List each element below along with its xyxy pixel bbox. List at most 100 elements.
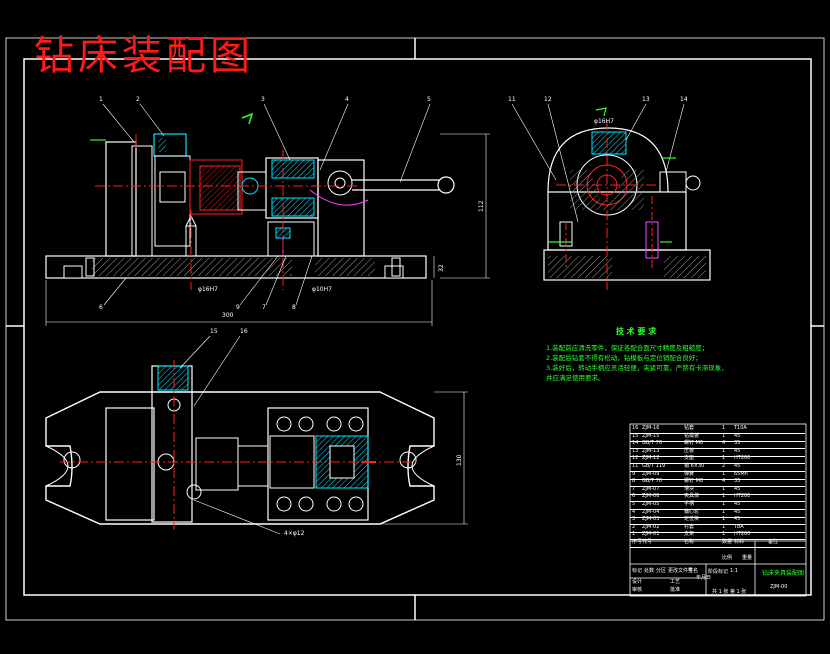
bom-cell: GB/T 70 [642, 478, 662, 485]
dim-bore-b: φ10H7 [312, 286, 332, 293]
bom-cell: 45 [734, 463, 741, 469]
bom-cell: 4 [632, 508, 636, 515]
balloon-4: 4 [345, 96, 349, 103]
bom-cell: 滑块 [684, 485, 695, 492]
bom-cell: 4 [722, 440, 726, 447]
bom-cell: 代号 [642, 539, 653, 545]
drawing-number: ZJM-00 [770, 584, 788, 590]
bom-cell: 45 [734, 508, 741, 515]
rev-label-3: 更改文件号 [668, 568, 694, 574]
bom-cell: 支座 [684, 455, 695, 462]
balloon-15: 15 [210, 328, 218, 335]
bom-cell: 16 [632, 425, 639, 431]
bom-cell: ZJM-03 [642, 516, 660, 523]
bom-cell: T8A [734, 523, 744, 530]
bom-cell: 支架 [684, 531, 695, 538]
drawing-title: 钻床装配图 [34, 33, 254, 79]
note-item: 1.装配前应清洗零件，保证各配合面尺寸精度及粗糙度； [546, 344, 709, 352]
balloon-3: 3 [261, 96, 265, 103]
bom-cell: 4 [722, 478, 726, 485]
rev-label-4: 签名 [688, 568, 699, 574]
bom-cell: ZJM-16 [642, 425, 660, 431]
bom-cell: 材料 [734, 539, 745, 545]
centering-marks [6, 38, 824, 620]
bom-cell: 名称 [684, 539, 695, 545]
dim-plan-holes: 4×φ12 [284, 530, 305, 537]
front-view [45, 103, 490, 326]
balloon-12: 12 [544, 96, 552, 103]
balloon-2: 2 [136, 96, 140, 103]
sheet-info: 共 1 张 第 1 张 [712, 589, 747, 595]
balloon-8: 8 [292, 304, 296, 311]
balloon-16: 16 [240, 328, 248, 335]
bom-cell: 1 [722, 485, 726, 492]
rev-label-1: 处数 [644, 568, 655, 574]
bom-cell: HT200 [734, 531, 751, 538]
role-label-2: 工艺 [670, 579, 681, 585]
bom-cell: 1 [632, 531, 636, 538]
bom-cell: 11 [632, 463, 639, 469]
bom-cell: 钻套 [684, 425, 695, 431]
bom-cell: 45 [734, 485, 741, 492]
bom-cell: 螺钉 M8 [684, 478, 704, 485]
bom-cell: 手柄 [684, 501, 695, 507]
bom-cell: ZJM-07 [642, 485, 660, 492]
side-view [511, 103, 711, 290]
bom-cell: 15 [632, 432, 639, 439]
bom-cell: 45 [734, 447, 741, 454]
bom-cell: 衬套 [684, 523, 695, 530]
bom-cell: ZJM-09 [642, 470, 660, 477]
bom-cell: ZJM-06 [642, 493, 660, 500]
role-label-3: 批准 [670, 587, 681, 593]
bom-cell: 压板 [684, 447, 695, 454]
bom-cell: 2 [722, 463, 726, 469]
rev-label-5: 年月日 [696, 575, 712, 581]
note-item: 并应满足使用要求。 [546, 374, 605, 382]
bom-cell: 45 [734, 516, 741, 523]
role-label-0: 设计 [632, 579, 643, 585]
bom-cell: GB/T 70 [642, 440, 662, 447]
bom-cell: 3 [632, 516, 636, 523]
bom-row: 7 ZJM-07 滑块 1 45 [630, 485, 805, 495]
bom-cell: 5 [632, 501, 636, 507]
bom-cell: 备注 [768, 539, 779, 545]
bom-cell: 序号 [632, 539, 643, 545]
bom-cell: ZJM-13 [642, 447, 660, 454]
bom-cell: 7 [632, 485, 636, 492]
bom-cell: 9 [632, 470, 636, 477]
bom-cell: 6 [632, 493, 636, 500]
bom-cell: 14 [632, 440, 639, 447]
bom-cell: ZJM-05 [642, 501, 660, 507]
bom-cell: 2 [632, 523, 636, 530]
bom-cell: 12 [632, 455, 639, 462]
bom-cell: 螺钉 M6 [684, 440, 704, 447]
bom-cell: 弹簧 [684, 470, 695, 477]
balloon-1: 1 [99, 96, 103, 103]
bom-cell: 1 [722, 501, 726, 507]
notes-title: 技 术 要 求 [615, 327, 657, 336]
inner-border [23, 58, 812, 596]
rev-label-0: 标记 [632, 568, 643, 574]
bom-cell: ZJM-01 [642, 531, 660, 538]
bom-cell: 1 [722, 516, 726, 523]
bom-row: 1 ZJM-01 支架 1 HT200 [630, 530, 805, 541]
plan-view [45, 335, 468, 535]
bom-cell: 1 [722, 531, 726, 538]
stage-label-1: 重量 [742, 555, 753, 561]
bom-cell: ZJM-12 [642, 455, 660, 462]
bom-cell: 钻模板 [684, 432, 700, 439]
bom-cell: 数量 [722, 539, 733, 545]
bom-cell: HT200 [734, 493, 751, 500]
stage-label-2: 比例 [722, 555, 733, 561]
drawing-name: 钻床夹具装配图 [762, 570, 805, 577]
